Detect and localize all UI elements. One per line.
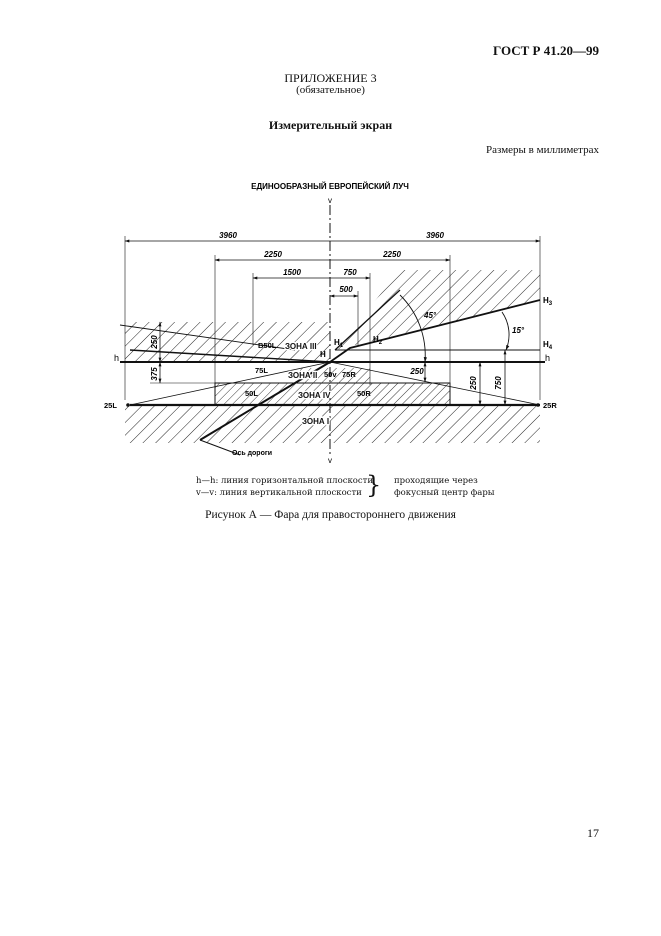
- legend-vv: v—v: линия вертикальной плоскости: [196, 488, 362, 498]
- dim-right-750: 750: [343, 268, 357, 277]
- v-label-top: v: [328, 196, 332, 205]
- label-H1: H1: [334, 338, 344, 349]
- legend-right-2: фокусный центр фары: [394, 488, 495, 498]
- legend-right-1: проходящие через: [394, 476, 478, 486]
- units-note: Размеры в миллиметрах: [486, 144, 599, 156]
- h-label-right: h: [545, 353, 550, 363]
- point-25r: 25R: [543, 401, 557, 410]
- appendix-title: ПРИЛОЖЕНИЕ 3: [284, 71, 377, 85]
- dim-right-500: 500: [339, 285, 353, 294]
- angle-45: 45°: [423, 311, 437, 320]
- section-title: Измерительный экран: [268, 118, 393, 132]
- label-H3: H3: [543, 296, 553, 307]
- point-75r: 75R: [342, 370, 356, 379]
- v-label-bottom: v: [328, 456, 332, 465]
- figure-title: ЕДИНООБРАЗНЫЙ ЕВРОПЕЙСКИЙ ЛУЧ: [251, 182, 409, 191]
- h-label-left: h: [114, 353, 119, 363]
- dim-r-750: 750: [494, 376, 503, 390]
- dim-right-total: 3960: [426, 231, 444, 240]
- label-H: H: [320, 350, 326, 359]
- point-25l: 25L: [104, 401, 117, 410]
- zone-iv-hatch: [215, 383, 450, 405]
- point-50r: 50R: [357, 389, 371, 398]
- appendix-subtitle: (обязательное): [296, 84, 365, 96]
- legend-brace: }: [366, 471, 382, 499]
- zone-iv-label: ЗОНА IV: [298, 391, 331, 400]
- dim-v-375: 375: [150, 367, 159, 381]
- zone-iii-label: ЗОНА III: [285, 342, 317, 351]
- point-50v: 50v: [324, 370, 337, 379]
- dim-v-250: 250: [150, 335, 159, 350]
- angle-15: 15°: [512, 326, 525, 335]
- figure-caption: Рисунок А — Фара для правостороннего дви…: [205, 509, 456, 521]
- measuring-screen-figure: ЕДИНООБРАЗНЫЙ ЕВРОПЕЙСКИЙ ЛУЧ v v h h Ос…: [104, 182, 557, 465]
- dim-r-250: 250: [469, 376, 478, 391]
- dim-h-250: 250: [409, 367, 424, 376]
- page-number: 17: [587, 826, 599, 840]
- dim-left-1500: 1500: [283, 268, 301, 277]
- point-b50l: B50L: [258, 341, 277, 350]
- dim-left-total: 3960: [219, 231, 237, 240]
- road-axis-label: Ось дороги: [232, 450, 272, 457]
- dim-left-2250: 2250: [263, 250, 282, 259]
- point-50l: 50L: [245, 389, 258, 398]
- zone-ii-hatch: [300, 368, 370, 383]
- zone-ii-label: ЗОНА II: [288, 371, 317, 380]
- upper-right-hatch: [335, 270, 540, 350]
- zone-i-hatch: [125, 405, 540, 443]
- standard-header: ГОСТ Р 41.20—99: [493, 43, 599, 58]
- dim-right-2250: 2250: [382, 250, 401, 259]
- point-75l: 75L: [255, 366, 268, 375]
- label-H2: H2: [373, 335, 383, 346]
- label-H4: H4: [543, 340, 553, 351]
- legend-hh: h—h: линия горизонтальной плоскости: [196, 476, 374, 486]
- zone-iii-hatch: [125, 322, 330, 362]
- zone-i-label: ЗОНА I: [302, 417, 329, 426]
